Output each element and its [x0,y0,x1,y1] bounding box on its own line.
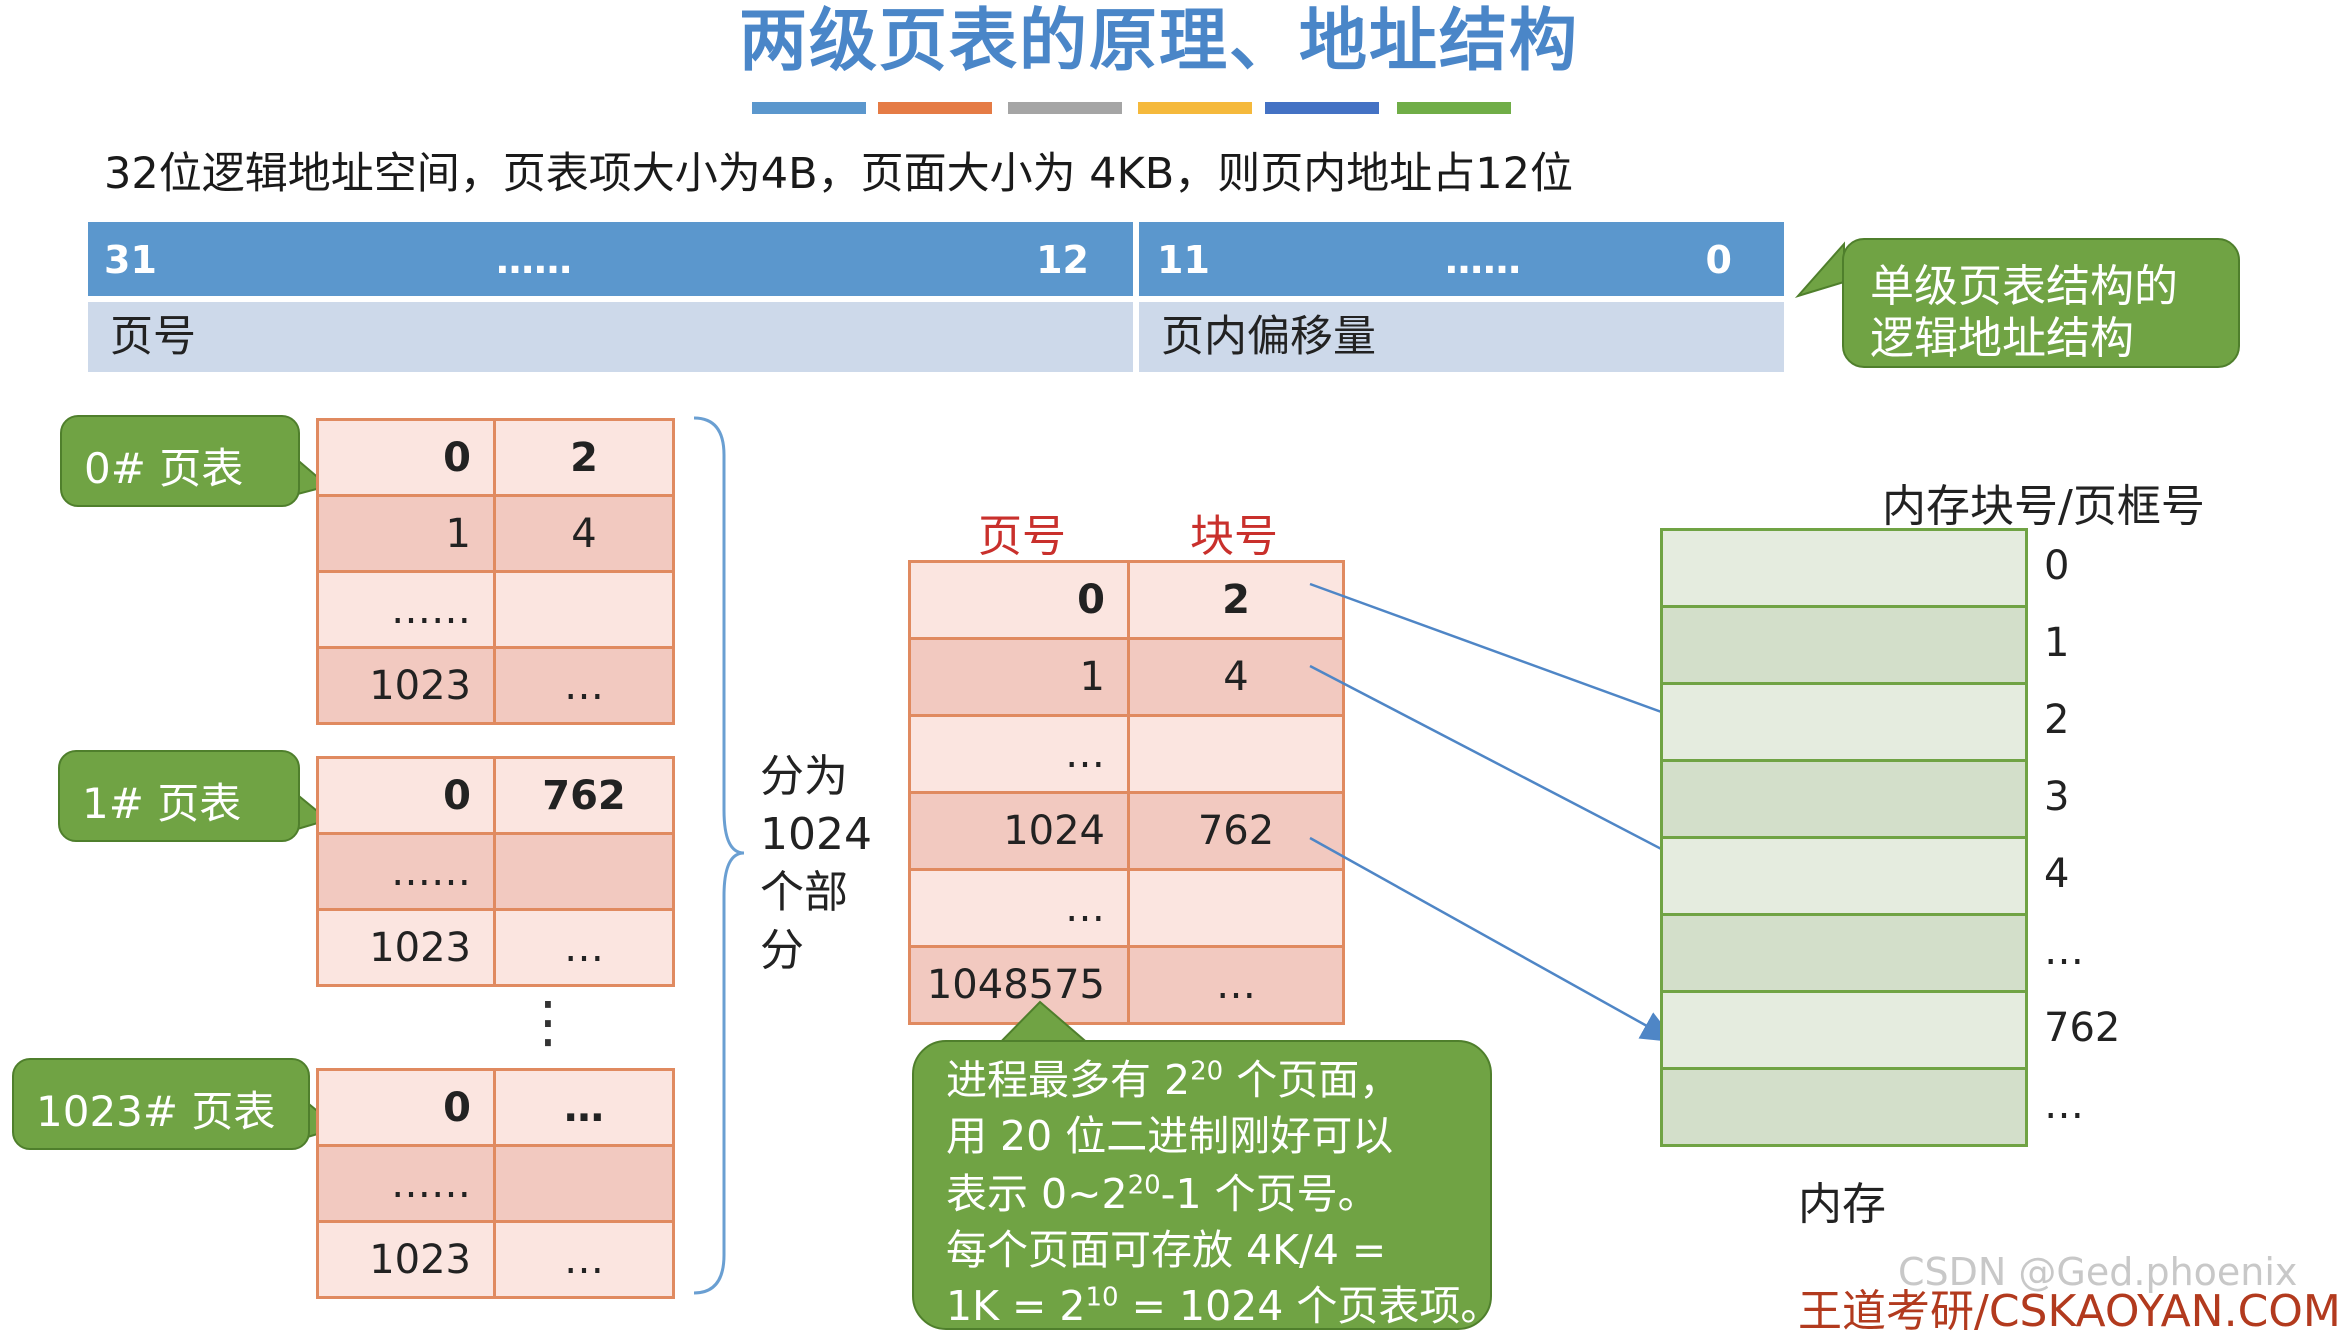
watermark: CSDN @Ged.phoenix [1898,1250,2298,1294]
table-cell-value: … [493,908,675,987]
arrow-page1-to-frame4 [1309,664,1699,869]
bit-12: 12 [1036,238,1089,282]
single-table-page-cell: 1024 [908,791,1130,871]
header-block-number: 块号 [1190,511,1278,562]
note-line4: 每个页面可存放 4K/4 = [946,1226,1387,1274]
table-cell-value [493,570,675,649]
bit-dots-right: …… [1445,238,1521,282]
description-text: 32位逻辑地址空间，页表项大小为4B，页面大小为 4KB，则页内地址占12位 [104,149,1574,199]
title-stripe [1265,102,1379,114]
memory-frame [1660,913,2028,993]
table-cell-index: 0 [316,1068,496,1147]
single-table-page-cell: … [908,714,1130,794]
callout-single-line1: 单级页表结构的 [1870,261,2178,312]
table-cell-value: … [493,1068,675,1147]
note-line1: 进程最多有 220 个页面， [946,1056,1401,1104]
address-bits-offset: 11 …… 0 [1139,222,1784,296]
note-line3: 表示 0~220-1 个页号。 [946,1170,1379,1218]
table-cell-index: …… [316,1144,496,1223]
field-page-offset: 页内偏移量 [1139,302,1784,372]
arrow-page1024-to-frame762 [1309,836,1677,1043]
note-callout [912,1040,1492,1330]
page-table-label-text: 1# 页表 [82,779,242,828]
table-cell-index: 1 [316,494,496,573]
bit-11: 11 [1157,238,1210,282]
single-table-block-cell: … [1127,945,1345,1025]
memory-frame-number: 1 [2044,620,2070,666]
memory-frame-number: 3 [2044,774,2070,820]
page-table-label: 0# 页表 [60,415,300,507]
callout-single-level: 单级页表结构的 逻辑地址结构 [1842,238,2240,368]
single-table-page-cell: 1 [908,637,1130,717]
memory-frame-number: 0 [2044,543,2070,589]
vertical-ellipsis: ⋮ [520,990,576,1055]
memory-frame [1660,605,2028,685]
memory-frame [1660,1067,2028,1147]
page-table-label-text: 1023# 页表 [36,1087,276,1136]
single-table-page-cell: 1048575 [908,945,1130,1025]
memory-frame-number: 762 [2044,1005,2121,1051]
page-table-label: 1# 页表 [58,750,300,842]
memory-frame [1660,682,2028,762]
bit-0: 0 [1705,238,1732,282]
split-into-1024-text: 分为1024个部分 [760,751,872,976]
single-table-block-cell [1127,714,1345,794]
field-page-number: 页号 [88,302,1133,372]
header-page-number: 页号 [978,511,1066,562]
memory-frame-number: … [2044,928,2084,974]
page-table-label: 1023# 页表 [12,1058,310,1150]
memory-frame [1660,759,2028,839]
table-cell-value: 4 [493,494,675,573]
arrow-page0-to-frame2 [1309,582,1705,730]
brace [693,416,745,1295]
brand-text: 王道考研/CSKAOYAN.COM [1798,1286,2341,1337]
memory-frame-number: … [2044,1082,2084,1128]
table-cell-index: 1023 [316,646,496,725]
single-table-block-cell: 4 [1127,637,1345,717]
memory-label: 内存 [1798,1179,1886,1230]
table-cell-index: 1023 [316,1220,496,1299]
title-stripe [1138,102,1252,114]
title-stripe [878,102,992,114]
title-stripe [1397,102,1511,114]
title-stripe [752,102,866,114]
note-line5: 1K = 210 = 1024 个页表项。 [946,1282,1502,1330]
bit-dots-left: …… [496,238,572,282]
table-cell-value: 2 [493,418,675,497]
memory-frame [1660,990,2028,1070]
page-table-label-text: 0# 页表 [84,444,244,493]
single-table-block-cell [1127,868,1345,948]
table-cell-index: 1023 [316,908,496,987]
note-line2: 用 20 位二进制刚好可以 [946,1112,1394,1160]
callout-single-line2: 逻辑地址结构 [1870,313,2134,364]
table-cell-value [493,1144,675,1223]
table-cell-index: …… [316,570,496,649]
memory-frame [1660,528,2028,608]
memory-frame [1660,836,2028,916]
title-stripe [1008,102,1122,114]
memory-frame-number: 4 [2044,851,2070,897]
address-bits-page: 31 …… 12 [88,222,1133,296]
memory-frame-number: 2 [2044,697,2070,743]
table-cell-value: 762 [493,756,675,835]
table-cell-value: … [493,646,675,725]
page-title: 两级页表的原理、地址结构 [738,2,1579,81]
mapping-arrows [1309,582,1705,1043]
memory-frame-number-title: 内存块号/页框号 [1882,481,2205,532]
bit-31: 31 [104,238,157,282]
table-cell-value: … [493,1220,675,1299]
